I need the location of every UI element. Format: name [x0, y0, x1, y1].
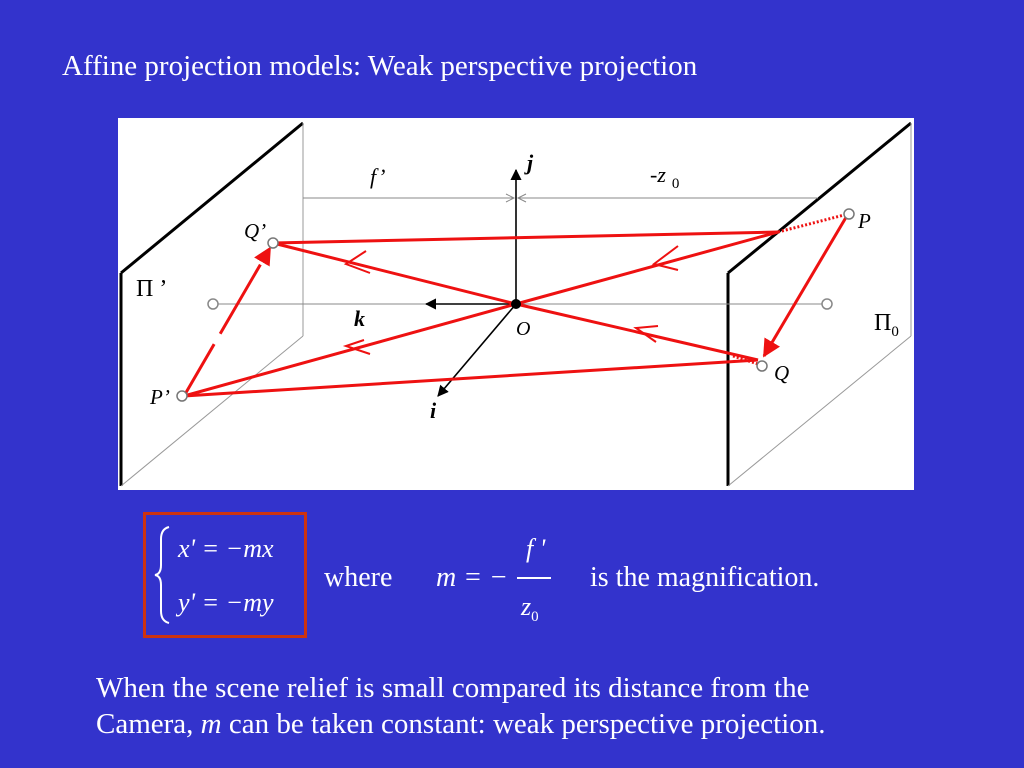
label-origin: O	[516, 318, 530, 340]
body-line-2: Camera, m can be taken constant: weak pe…	[96, 708, 826, 740]
left-brace	[154, 526, 170, 624]
point-q-prime	[267, 237, 279, 249]
label-pi-0: Π0	[874, 310, 899, 340]
magnification-text: is the magnification.	[590, 562, 820, 593]
segment-p-q	[762, 213, 850, 358]
slide-title: Affine projection models: Weak perspecti…	[62, 50, 698, 82]
body-line-1: When the scene relief is small compared …	[96, 672, 810, 704]
label-q-prime: Q’	[244, 219, 266, 243]
label-q: Q	[774, 361, 789, 385]
point-p	[843, 208, 855, 220]
where-word: where	[324, 562, 393, 593]
ray-dotted-q	[732, 354, 762, 367]
equation-x: x' = −mx	[178, 534, 274, 563]
point-q	[756, 360, 768, 372]
i-axis	[437, 303, 517, 397]
ray-dotted-p	[777, 212, 849, 234]
axis-point-left	[207, 298, 219, 310]
projection-rays	[183, 230, 779, 398]
origin-point	[511, 299, 521, 309]
label-i: i	[430, 398, 437, 423]
formula-box	[143, 512, 307, 638]
body-paragraph: When the scene relief is small compared …	[96, 670, 976, 742]
magnification-lhs: m = −	[436, 562, 509, 593]
ray-chevrons	[342, 245, 679, 355]
point-p-prime	[176, 390, 188, 402]
axis-point-right	[821, 298, 833, 310]
label-f-prime: f’	[370, 164, 385, 189]
fraction-bar	[517, 577, 551, 579]
label-k: k	[354, 306, 365, 331]
dimension-neg-z0	[516, 193, 818, 203]
label-j: j	[524, 150, 534, 175]
label-pi-prime: Π ’	[136, 276, 167, 302]
fraction-numerator: f '	[526, 534, 546, 563]
label-p-prime: P’	[149, 385, 170, 409]
segment-p-prime-q-prime	[182, 246, 272, 397]
fraction-denominator: z0	[521, 592, 539, 626]
equation-y: y' = −my	[178, 588, 274, 617]
image-plane-pi-prime	[119, 121, 304, 487]
ray-lines	[183, 230, 779, 398]
label-p: P	[857, 209, 871, 233]
dimension-f-prime	[303, 193, 516, 203]
plane-pi-0	[726, 121, 912, 487]
